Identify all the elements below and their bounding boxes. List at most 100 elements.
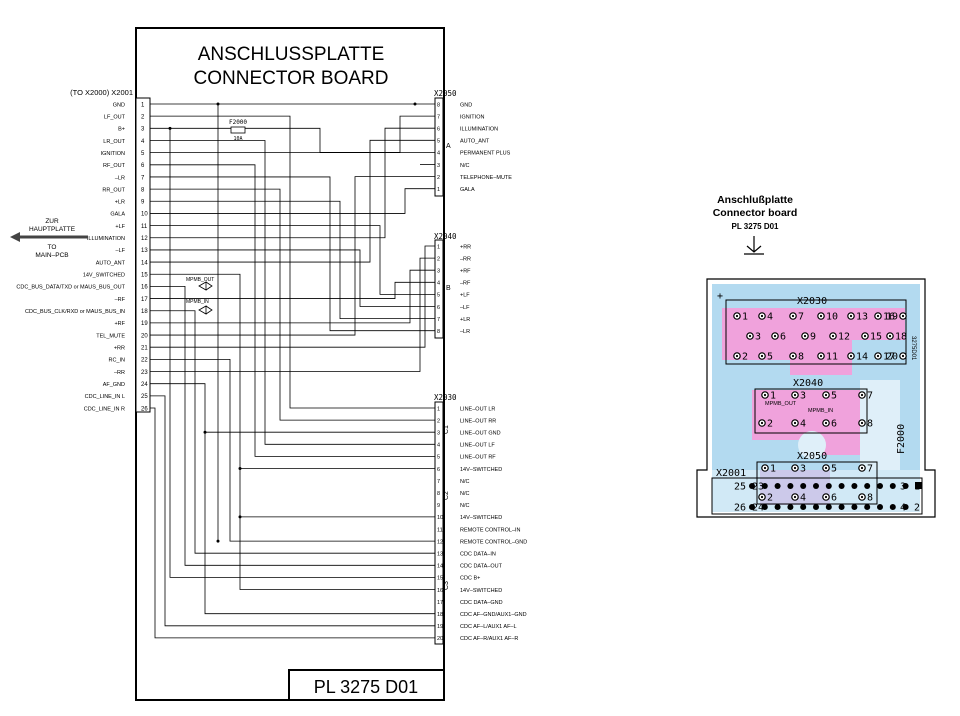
mount-hole	[798, 431, 826, 459]
pad-label: 1	[742, 312, 748, 323]
x2001-pin-label: +LF	[115, 224, 125, 230]
wire	[150, 273, 435, 469]
wiring	[150, 103, 435, 639]
pad-label: 2	[742, 352, 748, 363]
x2001-pad	[749, 483, 755, 489]
x2030-section-c3: C3	[443, 581, 450, 590]
pad-hole	[876, 314, 880, 318]
pad-hole	[793, 466, 797, 470]
pad-hole	[793, 421, 797, 425]
x2001-pad	[877, 504, 883, 510]
fuse-rating: 10A	[233, 136, 242, 142]
x2001-pin-number: 16	[141, 285, 148, 291]
board-title-line2: CONNECTOR BOARD	[194, 68, 389, 89]
x2001-pin-label: CDC_LINE_IN L	[85, 394, 125, 400]
x2001-pad	[761, 483, 768, 489]
junction-dot	[413, 102, 417, 106]
wire	[150, 188, 435, 421]
x2001-pin-number: 20	[141, 333, 148, 339]
x2001-pad	[902, 483, 909, 489]
x2040-pin-number: 4	[437, 281, 440, 287]
x2001-pin-number: 5	[141, 151, 145, 157]
x2030-pin-label: CDC AF–R/AUX1 AF–R	[460, 636, 518, 642]
x2030-section-c2: C2	[443, 491, 450, 500]
pad-label: 7	[867, 391, 873, 402]
x2001-pin-label: RC_IN	[108, 358, 125, 364]
x2001-pin-number: 21	[141, 346, 148, 352]
pad-hole	[773, 334, 777, 338]
x2001-pin-label: –LF	[116, 248, 126, 254]
x2050-pin-number: 7	[437, 114, 440, 120]
x2001-pin-label: RF_OUT	[103, 163, 126, 169]
x2030-pin-label: 14V–SWITCHED	[460, 588, 502, 594]
mpmb-out-label: MPMB_OUT	[186, 277, 214, 283]
x2001-pin-number: 1	[141, 102, 145, 108]
pad-label: 7	[798, 312, 804, 323]
pad-label: 8	[867, 493, 873, 504]
pad-hole	[860, 421, 864, 425]
pad-label: 20	[886, 352, 898, 363]
x2030-pin-number: 15	[437, 576, 443, 582]
x2030-connector	[434, 401, 444, 645]
x2040-pin-number: 3	[437, 269, 440, 275]
wire	[169, 128, 435, 578]
pad-hole	[849, 354, 853, 358]
x2001-pad	[825, 483, 832, 489]
layout-x2040-label: X2040	[793, 378, 823, 389]
copper-pink-area-2	[752, 390, 880, 455]
x2040-pins: 1+RR2–RR3+RF4–RF5+LF6–LF7+LR8–LR	[437, 244, 471, 335]
x2001-pin-label: CDC_BUS_CLK/RXD or MAUS_BUS_IN	[25, 309, 125, 315]
x2001-pin1-square	[915, 482, 922, 489]
pad-label: 12	[838, 332, 850, 343]
junction-dot	[203, 430, 207, 434]
pad-label: 4	[767, 312, 773, 323]
pad-hole	[760, 354, 764, 358]
pad-label: 5	[831, 391, 837, 402]
pad-label: 10	[826, 312, 838, 323]
x2030-pin-number: 2	[437, 418, 440, 424]
pad-label: 1	[770, 464, 776, 475]
x2001-pin-label: GND	[113, 102, 125, 108]
copper-light-area	[860, 380, 900, 470]
layout-fuse-label: F2000	[896, 424, 907, 454]
x2030-header: X2030	[434, 393, 457, 402]
x2040-pin-label: +LR	[460, 317, 470, 323]
x2040-pin-number: 7	[437, 317, 440, 323]
x2040-pin-number: 6	[437, 305, 440, 311]
x2030-pin-number: 3	[437, 431, 440, 437]
x2030-pin-label: N/C	[460, 503, 470, 509]
direction-indicator: ZUR HAUPTPLATTE TO MAIN–PCB	[10, 218, 88, 259]
x2001-pad	[813, 504, 819, 510]
wire	[150, 176, 435, 332]
pad-label: 2	[767, 419, 773, 430]
pad-hole	[760, 495, 764, 499]
x2001-pad	[877, 483, 883, 489]
pad-hole	[763, 466, 767, 470]
pad-label: 14	[856, 352, 868, 363]
x2001-pin-label: +RR	[114, 346, 125, 352]
x2030-pin-label: 14V–SWITCHED	[460, 515, 502, 521]
pad-label: 15	[870, 332, 882, 343]
x2001-pad	[851, 504, 858, 510]
x2050-pin-number: 5	[437, 139, 440, 145]
x2001-pad	[838, 504, 845, 510]
x2040-pin-label: +LF	[460, 293, 470, 299]
pad-hole	[793, 393, 797, 397]
wire	[150, 164, 435, 457]
pad-hole	[791, 314, 795, 318]
x2001-pin-label: CDC_LINE_IN R	[84, 406, 125, 412]
x2050-pin-label: GALA	[460, 187, 475, 193]
x2030-pin-number: 17	[437, 600, 443, 606]
x2001-pin-label: RR_OUT	[102, 187, 125, 193]
wire	[150, 200, 435, 319]
x2001-pad	[800, 504, 807, 510]
pad-label: 18	[895, 332, 907, 343]
x2001-pin-number: 24	[141, 382, 148, 388]
x2001-pad	[864, 504, 871, 510]
x2050-pin-label: PERMANENT PLUS	[460, 151, 511, 157]
x2001-pin-number: 22	[141, 358, 148, 364]
x2030-pin-number: 4	[437, 443, 440, 449]
x2040-pin-label: –LR	[460, 329, 470, 335]
junction-dot	[238, 467, 242, 470]
pad-label: 4	[800, 493, 806, 504]
